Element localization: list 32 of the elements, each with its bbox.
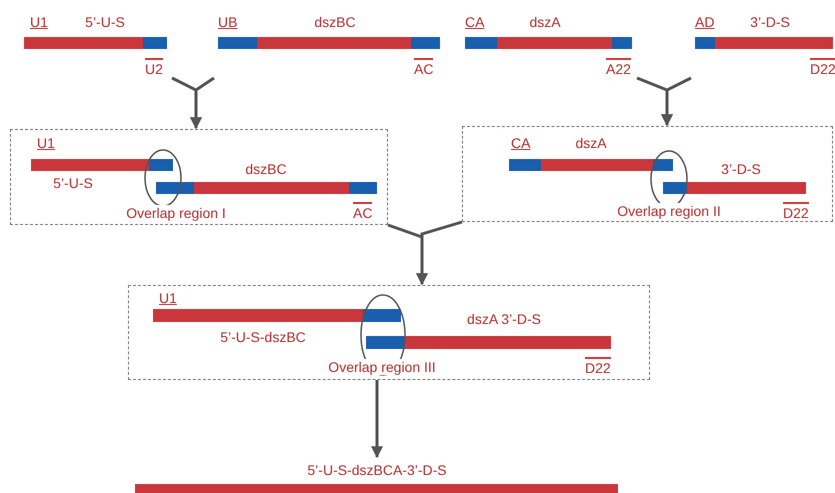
primer-label: U1 [30, 14, 48, 30]
gene-label: 3’-D-S [750, 14, 790, 30]
gene-label: dszBC [245, 161, 287, 177]
arrow [661, 76, 692, 126]
dashed-panel [10, 129, 388, 225]
primer-label: AC [353, 202, 372, 221]
primer-label: D22 [585, 357, 611, 376]
arrow [190, 76, 215, 130]
gene-label: dszA [529, 14, 561, 30]
dashed-panel [128, 285, 650, 380]
primer-label: D22 [783, 202, 809, 221]
gene-label: 3’-D-S [721, 161, 761, 177]
primer-label: AD [695, 14, 714, 30]
gene-label: 5’-U-S-dszBC [220, 329, 306, 345]
primer-label: U1 [37, 135, 55, 151]
gene-label: 5’-U-S [85, 14, 125, 30]
primer-label: CA [465, 14, 484, 30]
arrow [416, 220, 462, 286]
gene-label: 5’-U-S [53, 175, 93, 191]
primer-label: UB [218, 14, 238, 30]
gene-label: dszA 3’-D-S [467, 311, 541, 327]
dashed-panel [462, 126, 833, 222]
primer-label: A22 [606, 58, 631, 77]
primer-label: D22 [810, 58, 835, 77]
primer-label: U2 [145, 58, 163, 77]
gene-label: dszA [575, 135, 607, 151]
primer-label: CA [511, 135, 530, 151]
arrow [371, 380, 383, 458]
gene-label: dszBC [314, 14, 356, 30]
gene-label: 5’-U-S-dszBCA-3’-D-S [307, 462, 447, 478]
primer-label: U1 [159, 290, 177, 306]
primer-label: AC [414, 58, 434, 77]
